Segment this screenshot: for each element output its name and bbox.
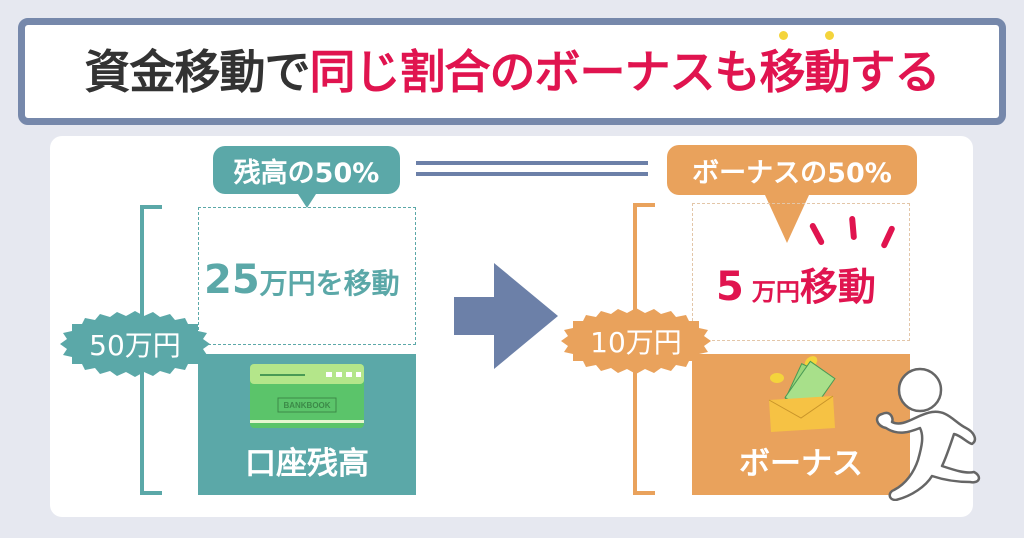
title-banner: 資金移動で同じ割合のボーナスも移動する	[18, 18, 1006, 125]
starburst-icon	[561, 308, 711, 374]
balance-move-unit: 万円を移動	[259, 267, 400, 300]
balance-percent-bubble: 残高の50%	[213, 146, 400, 194]
bonus-block-label: ボーナス	[739, 446, 863, 482]
bonus-move-unit: 万円	[751, 278, 800, 306]
balance-total-badge: 50万円	[60, 311, 210, 377]
balance-move-box	[198, 207, 416, 345]
balance-block: BANKBOOK 口座残高	[198, 354, 416, 495]
emphasis-dot-icon	[778, 30, 788, 40]
title-part-1: 資金移動で	[84, 44, 311, 99]
running-figure-icon	[875, 367, 981, 501]
bonus-move-verb: 移動	[799, 265, 876, 309]
money-envelope-icon	[768, 356, 836, 432]
bonus-total-badge: 10万円	[561, 308, 711, 374]
bonus-move-box	[692, 203, 910, 341]
equals-icon	[416, 161, 648, 176]
balance-block-label: 口座残高	[245, 446, 369, 482]
bonus-percent-bubble: ボーナスの50%	[667, 145, 917, 195]
title-part-2: 同じ割合のボーナスも移動する	[309, 44, 941, 99]
starburst-icon	[60, 311, 210, 377]
arrow-right-icon	[454, 263, 558, 369]
bonus-move-amount: 5	[716, 264, 744, 310]
page-title: 資金移動で同じ割合のボーナスも移動する	[85, 30, 941, 95]
balance-move-amount: 25	[204, 257, 260, 303]
bonus-block: ボーナス	[692, 354, 910, 495]
bankbook-icon: BANKBOOK	[250, 364, 364, 428]
balance-move-text: 25万円を移動	[204, 257, 400, 303]
emphasis-dot-icon	[824, 30, 834, 40]
svg-text:BANKBOOK: BANKBOOK	[283, 401, 330, 410]
